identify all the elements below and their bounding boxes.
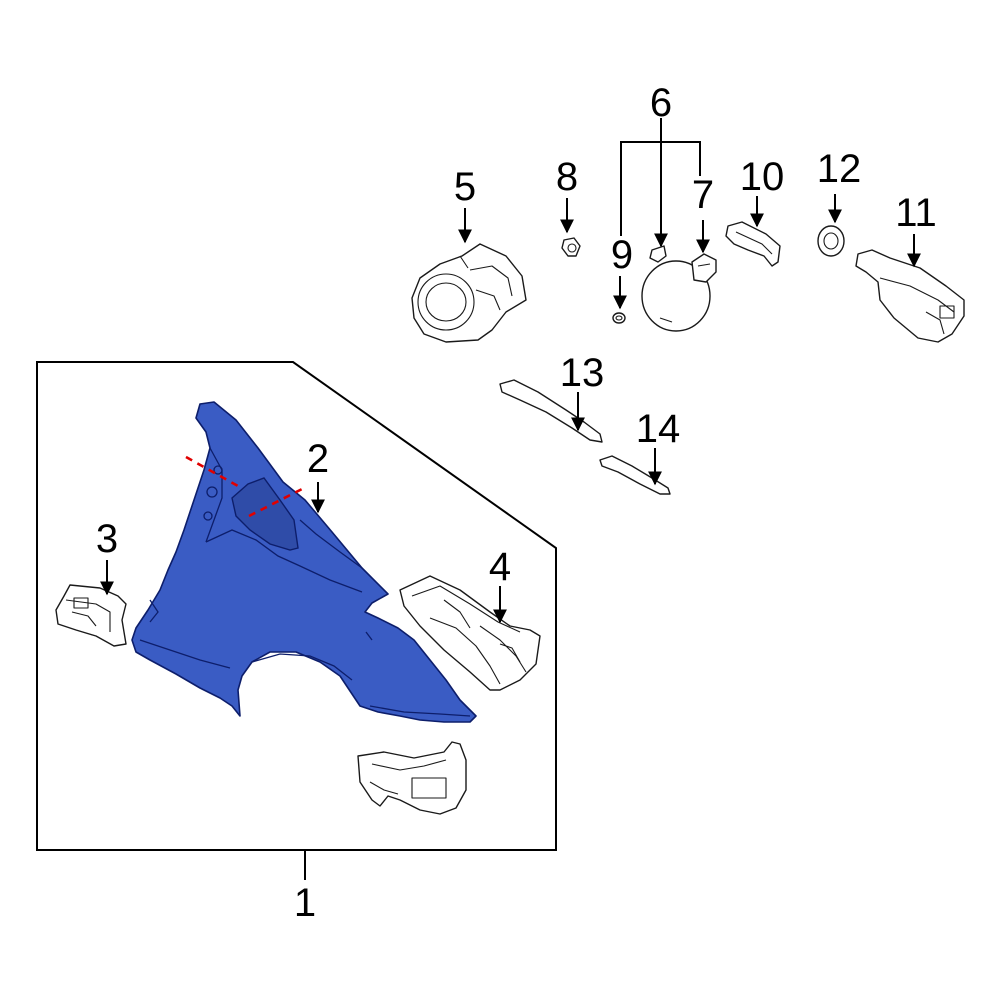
bumper-part-8[interactable]	[561, 237, 581, 257]
nut-part-9[interactable]	[612, 312, 626, 324]
callout-7: 7	[692, 173, 714, 217]
actuator-part-11[interactable]	[855, 249, 965, 343]
callout-6: 6	[650, 81, 672, 125]
inner-panel-right[interactable]	[399, 575, 541, 691]
callout-8: 8	[556, 155, 578, 199]
callout-13: 13	[560, 351, 605, 395]
callout-10: 10	[740, 155, 785, 199]
molding-part-14[interactable]	[599, 455, 671, 495]
lower-bracket[interactable]	[357, 741, 467, 815]
callout-1: 1	[294, 881, 316, 925]
window-opening	[231, 477, 299, 551]
callout-4: 4	[489, 545, 511, 589]
hinge-part-10[interactable]	[725, 221, 781, 267]
fuel-filler-housing[interactable]	[411, 243, 527, 343]
assembly-frame	[36, 361, 557, 851]
callout-3: 3	[96, 517, 118, 561]
callout-9: 9	[611, 233, 633, 277]
callout-12: 12	[817, 147, 862, 191]
callout-5: 5	[454, 165, 476, 209]
cut-line-upper	[185, 455, 239, 488]
quarter-panel[interactable]	[131, 401, 477, 723]
callout-2: 2	[307, 437, 329, 481]
bracket-left[interactable]	[55, 584, 127, 647]
callout-14: 14	[636, 407, 681, 451]
callout-11: 11	[895, 191, 937, 235]
cut-line-lower	[248, 485, 307, 518]
fuel-door[interactable]	[641, 253, 717, 332]
grommet-part-12[interactable]	[817, 225, 845, 257]
quarter-panel-body[interactable]	[131, 401, 477, 723]
clip-part-6[interactable]	[649, 245, 667, 263]
